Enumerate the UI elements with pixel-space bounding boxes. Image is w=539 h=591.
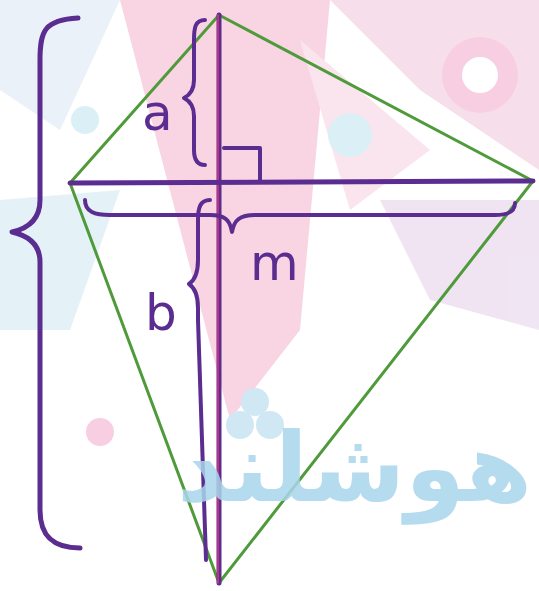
watermark-background (0, 0, 539, 446)
horizontal-diagonal (70, 181, 533, 183)
watermark-shape (300, 40, 430, 210)
watermark-circle (462, 57, 498, 93)
total-height-brace (12, 18, 80, 548)
watermark-circle (442, 37, 518, 113)
kite-outline (70, 15, 533, 583)
watermark-shape (0, 190, 120, 330)
segment-label: a (142, 88, 173, 138)
watermark-circle (86, 418, 114, 446)
right-angle-mark (224, 148, 260, 181)
segment-label: m (250, 238, 299, 288)
watermark-circle (328, 113, 372, 157)
watermark-shape (380, 200, 539, 330)
segment-label: b (145, 288, 177, 338)
watermark-text: هوشلند (177, 420, 532, 516)
watermark-circle (241, 388, 269, 416)
a-brace (184, 20, 205, 165)
watermark-circle (71, 106, 99, 134)
watermark-shape (120, 0, 330, 420)
m-brace (85, 200, 515, 232)
